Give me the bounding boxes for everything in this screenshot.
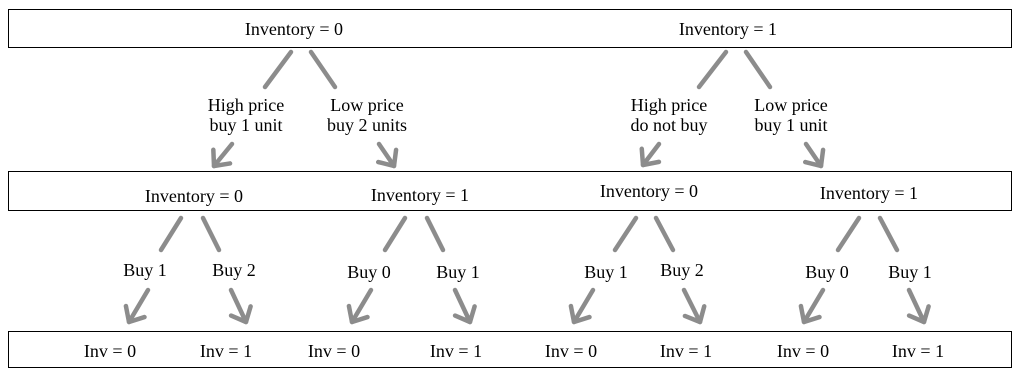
edge-arrow: [568, 287, 596, 325]
decision-line: High price: [207, 95, 285, 115]
decision-high-price-buy-1: High price buy 1 unit: [208, 95, 284, 135]
stage1-state: Inventory = 0: [144, 186, 244, 206]
decision-buy: Buy 1: [584, 262, 628, 282]
edge-arrow: [382, 215, 408, 253]
edge-arrow: [906, 287, 931, 325]
edge-arrow: [158, 215, 184, 253]
leaf-state: Inv = 1: [199, 341, 253, 361]
edge-arrow: [424, 215, 446, 253]
edge-arrow: [200, 215, 222, 253]
decision-line: Low price: [754, 95, 828, 115]
decision-line: buy 1 unit: [754, 115, 828, 135]
leaf-state: Inv = 1: [891, 341, 945, 361]
edge-arrow: [262, 49, 294, 90]
edge-arrow: [798, 287, 826, 325]
edge-arrow: [743, 49, 773, 90]
decision-buy: Buy 2: [212, 260, 256, 280]
leaf-state: Inv = 1: [429, 341, 483, 361]
root-state-inventory-0: Inventory = 0: [244, 19, 344, 39]
leaf-state: Inv = 0: [544, 341, 598, 361]
root-state-inventory-1: Inventory = 1: [678, 19, 778, 39]
leaf-state: Inv = 0: [307, 341, 361, 361]
edge-arrow: [802, 141, 826, 169]
edge-arrow: [612, 215, 639, 253]
edge-arrow: [452, 287, 477, 325]
decision-line: do not buy: [630, 115, 708, 135]
decision-line: High price: [630, 95, 708, 115]
edge-arrow: [308, 49, 338, 90]
edge-arrow: [346, 287, 374, 325]
stage1-state: Inventory = 1: [819, 183, 919, 203]
edge-arrow: [211, 141, 235, 169]
stage1-state: Inventory = 0: [599, 181, 699, 201]
stage-1-band: [8, 171, 1012, 211]
edge-arrow: [877, 215, 900, 253]
edge-arrow: [696, 49, 729, 90]
decision-buy: Buy 1: [436, 262, 480, 282]
edge-arrow: [375, 141, 399, 169]
leaf-state: Inv = 0: [83, 341, 137, 361]
edge-arrow: [835, 215, 862, 253]
leaf-state: Inv = 1: [659, 341, 713, 361]
stage1-state: Inventory = 1: [370, 185, 470, 205]
edge-arrow: [228, 287, 253, 325]
decision-buy: Buy 1: [123, 260, 167, 280]
decision-buy: Buy 2: [660, 260, 704, 280]
edge-arrow: [681, 287, 707, 325]
stage-0-band: [8, 9, 1012, 48]
decision-buy: Buy 1: [888, 262, 932, 282]
decision-line: Low price: [330, 95, 404, 115]
edge-arrow: [653, 215, 676, 253]
decision-low-price-buy-2: Low price buy 2 units: [327, 95, 407, 135]
decision-low-price-buy-1: Low price buy 1 unit: [754, 95, 827, 135]
leaf-state: Inv = 0: [776, 341, 830, 361]
edge-arrow: [639, 141, 662, 168]
decision-line: buy 2 units: [326, 115, 408, 135]
decision-high-price-no-buy: High price do not buy: [630, 95, 707, 135]
decision-line: buy 1 unit: [209, 115, 283, 135]
decision-buy: Buy 0: [805, 262, 849, 282]
edge-arrow: [123, 287, 151, 325]
decision-buy: Buy 0: [347, 262, 391, 282]
